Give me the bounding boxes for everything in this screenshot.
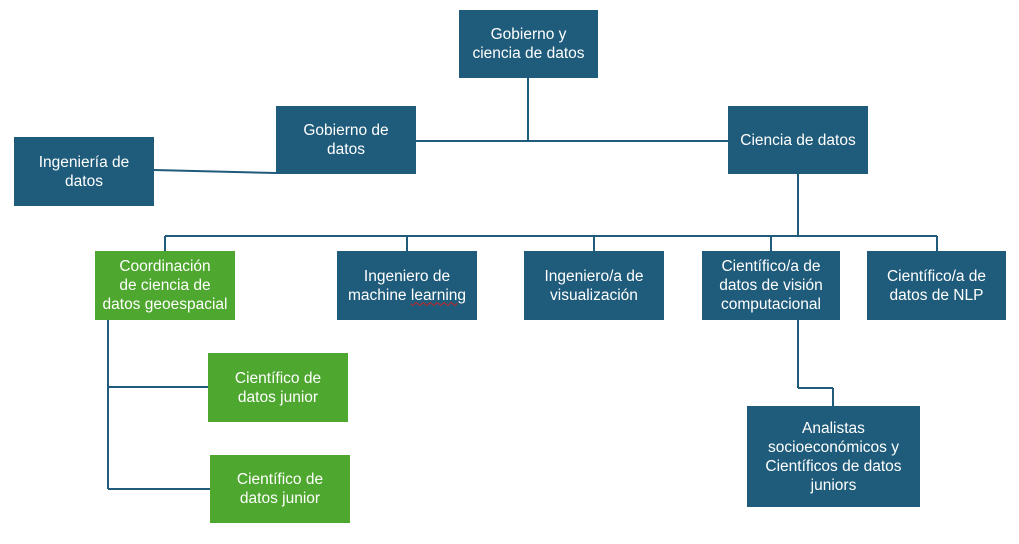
node-ciencia-datos: Ciencia de datos	[728, 106, 868, 174]
node-coordinacion-geoespacial: Coordinación de ciencia de datos geoespa…	[95, 251, 235, 320]
node-gobierno-ciencia-datos: Gobierno y ciencia de datos	[459, 10, 598, 78]
connector-gobierno-ingenieria	[153, 169, 277, 174]
node-cientifico-vision: Científico/a de datos de visión computac…	[702, 251, 840, 320]
ml-line-1: Ingeniero de	[363, 267, 451, 285]
node-analistas: Analistas socioeconómicos y Científicos …	[747, 406, 920, 507]
node-ingeniero-visualizacion: Ingeniero/a de visualización	[524, 251, 664, 320]
node-gobierno-datos: Gobierno de datos	[276, 106, 416, 174]
node-ingeniero-machine-learning: Ingeniero de machine learning	[337, 251, 477, 320]
ml-word-learning: learning	[410, 286, 467, 304]
node-cientifico-nlp: Científico/a de datos de NLP	[867, 251, 1006, 320]
node-cientifico-junior-1: Científico de datos junior	[208, 353, 348, 422]
ml-word-machine: machine	[347, 286, 411, 304]
ml-line-2: machine learning	[348, 286, 466, 305]
node-cientifico-junior-2: Científico de datos junior	[210, 455, 350, 523]
node-ingenieria-datos: Ingeniería de datos	[14, 137, 154, 206]
